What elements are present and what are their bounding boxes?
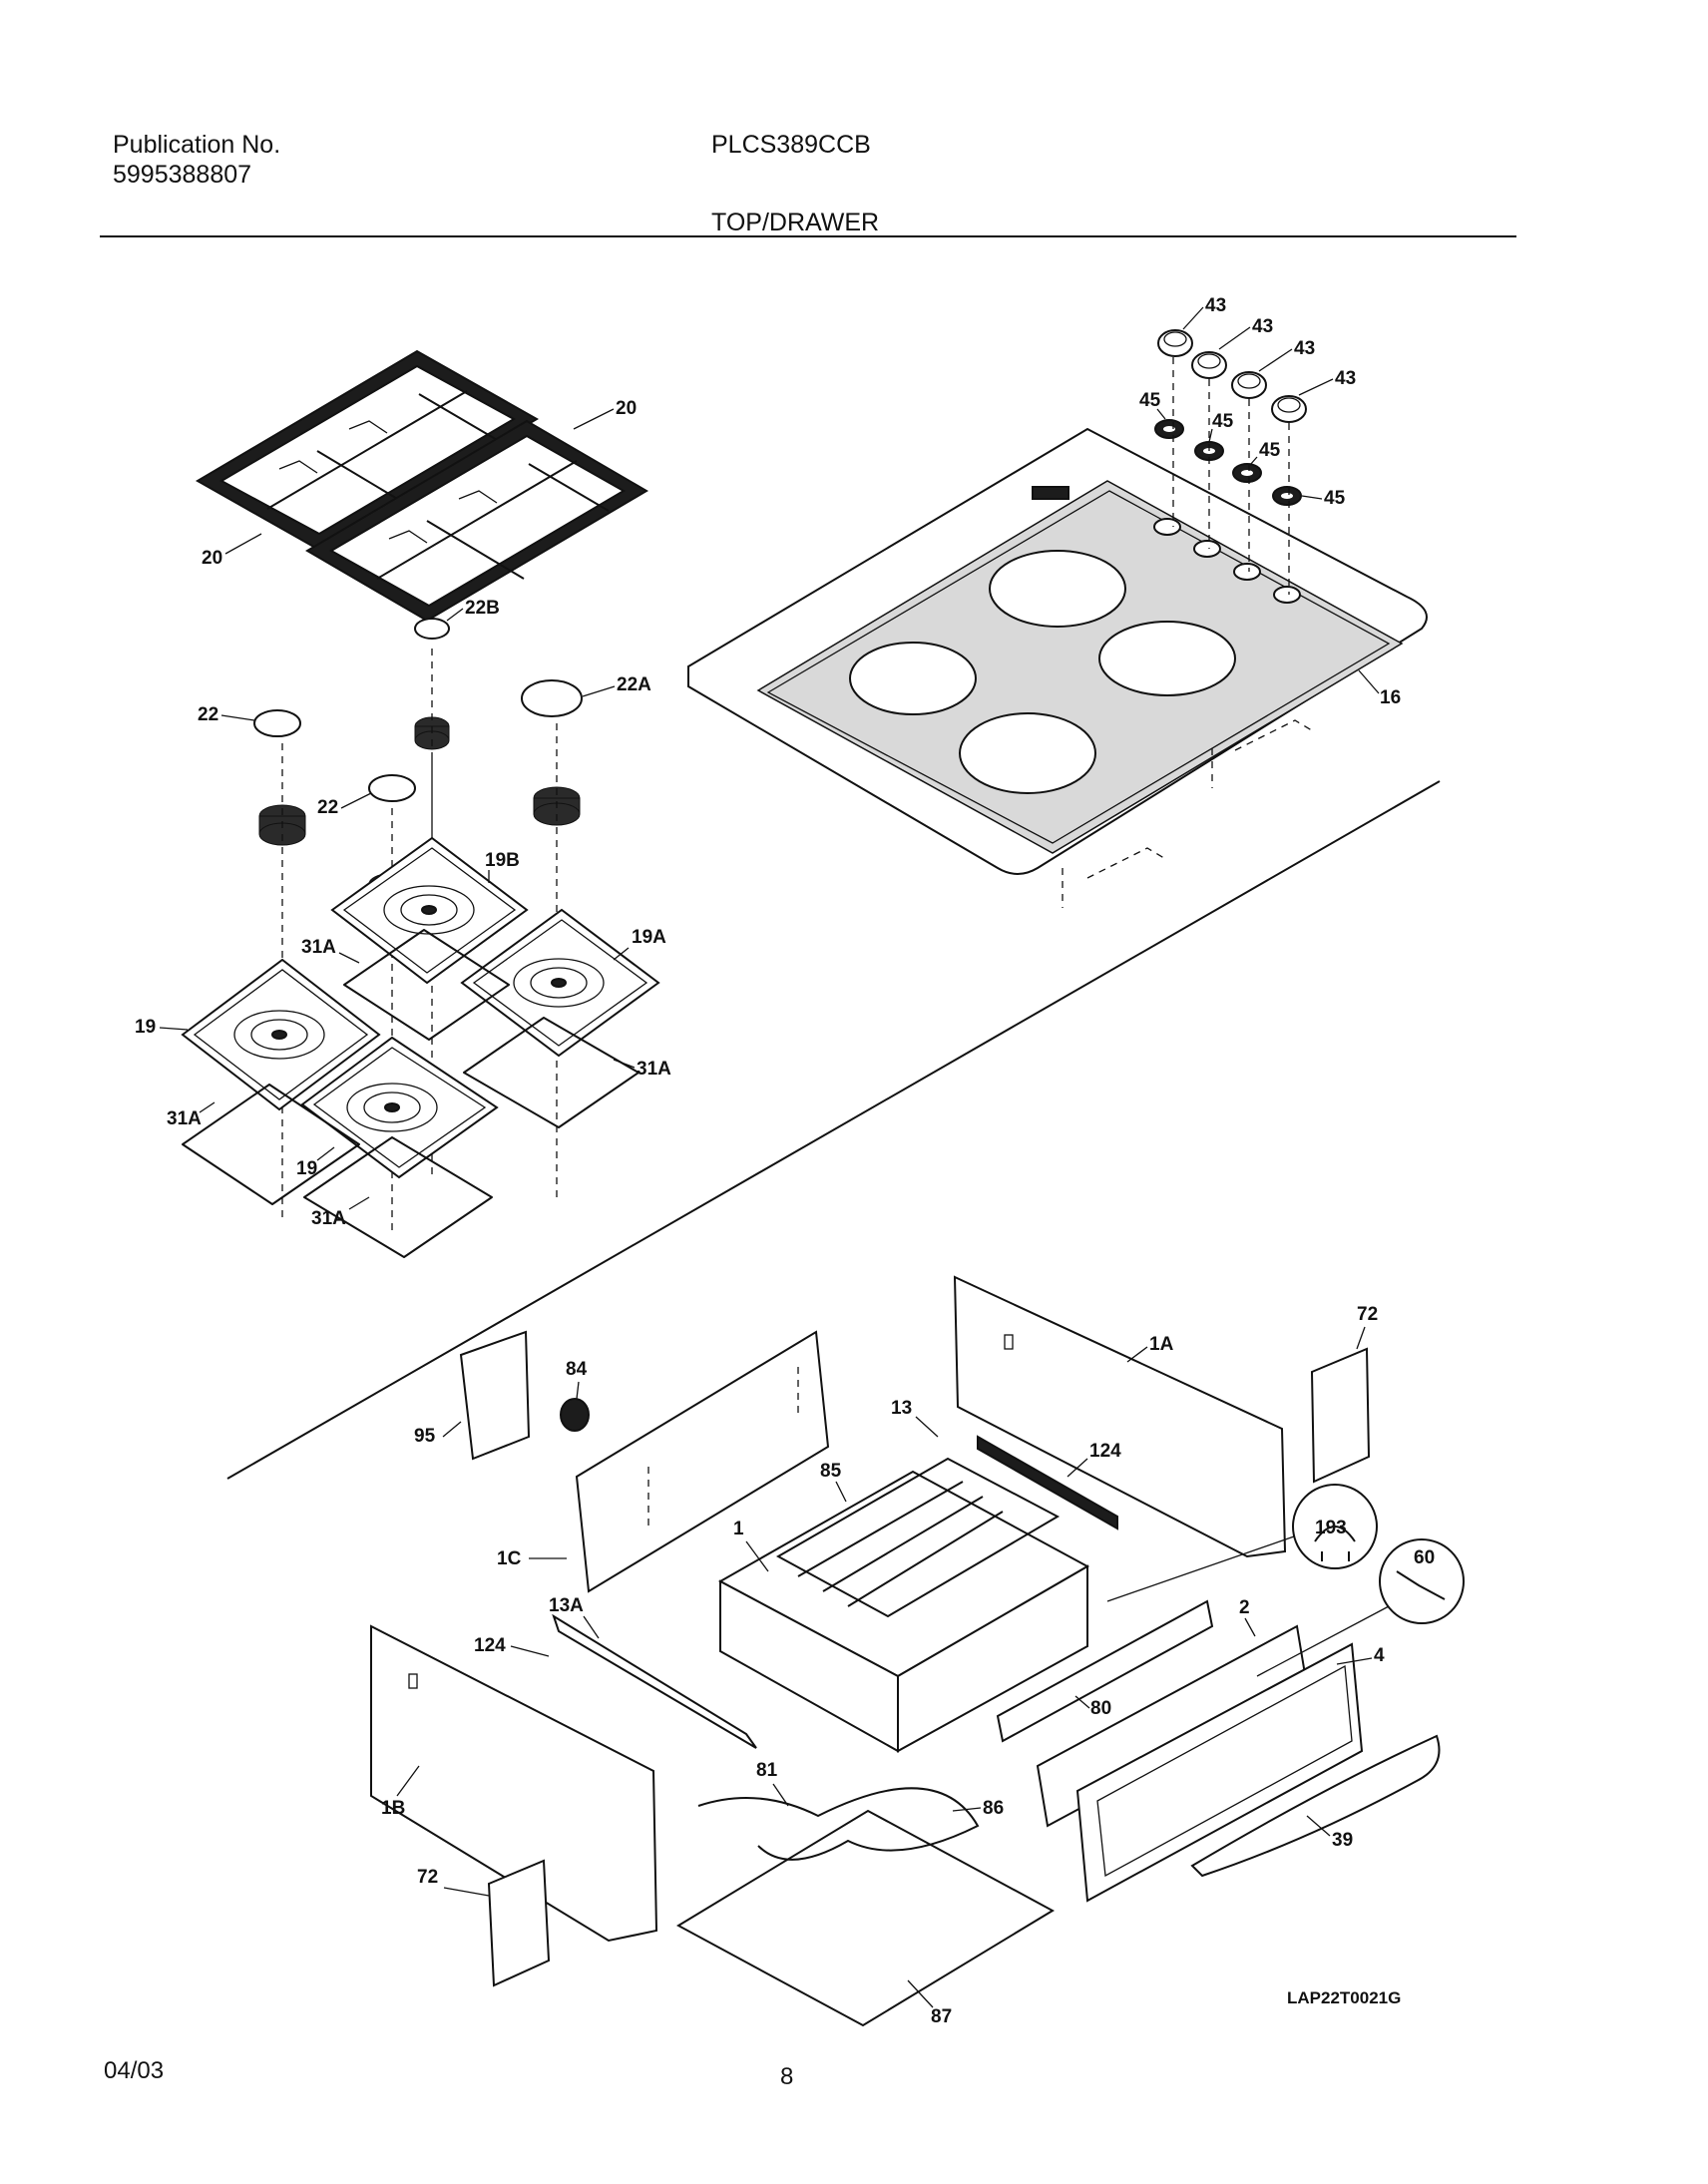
publication-number: 5995388807 xyxy=(113,161,252,189)
publication-label: Publication No. xyxy=(113,131,281,159)
callout-87: 87 xyxy=(931,2006,952,2027)
drawer-assembly xyxy=(370,1275,1465,2027)
callout-84: 84 xyxy=(566,1359,588,1380)
callout-43: 43 xyxy=(1335,368,1356,389)
callout-31A: 31A xyxy=(301,937,336,958)
callout-20: 20 xyxy=(616,398,637,419)
callout-45: 45 xyxy=(1259,440,1281,461)
callout-72: 72 xyxy=(417,1867,438,1888)
callout-19B: 19B xyxy=(485,850,520,871)
burner-caps-and-heads xyxy=(253,618,583,1235)
callout-85: 85 xyxy=(820,1461,842,1482)
callout-19: 19 xyxy=(135,1017,156,1038)
callout-16: 16 xyxy=(1380,687,1401,708)
callout-20: 20 xyxy=(202,548,222,569)
callout-60: 60 xyxy=(1414,1547,1435,1568)
drawing-code: LAP22T0021G xyxy=(1287,1988,1402,2007)
callout-81: 81 xyxy=(756,1760,778,1781)
callout-1B: 1B xyxy=(381,1798,405,1819)
callout-80: 80 xyxy=(1090,1698,1111,1719)
callout-1C: 1C xyxy=(497,1548,522,1569)
revision-date: 04/03 xyxy=(104,2057,165,2084)
callout-13A: 13A xyxy=(549,1595,584,1616)
callout-193: 193 xyxy=(1315,1518,1347,1538)
section-divider-line xyxy=(226,780,1441,1480)
callout-22B: 22B xyxy=(465,598,500,619)
section-title: TOP/DRAWER xyxy=(711,209,880,236)
model-number: PLCS389CCB xyxy=(711,131,871,159)
callout-43: 43 xyxy=(1205,295,1226,316)
callout-124: 124 xyxy=(1089,1441,1121,1462)
callout-1: 1 xyxy=(733,1519,744,1539)
callout-31A: 31A xyxy=(311,1208,346,1229)
burner-grates xyxy=(196,349,648,623)
callout-4: 4 xyxy=(1374,1645,1385,1666)
callout-22: 22 xyxy=(317,797,338,818)
callout-19: 19 xyxy=(296,1158,317,1179)
page-number: 8 xyxy=(780,2063,794,2090)
callout-43: 43 xyxy=(1294,338,1315,359)
cooktop xyxy=(687,427,1428,908)
callout-39: 39 xyxy=(1332,1830,1353,1851)
callout-19A: 19A xyxy=(632,927,666,948)
callout-31A: 31A xyxy=(167,1108,202,1129)
callout-72: 72 xyxy=(1357,1304,1378,1325)
callout-45: 45 xyxy=(1324,488,1346,509)
callout-95: 95 xyxy=(414,1426,436,1447)
callout-43: 43 xyxy=(1252,316,1273,337)
burner-base-plates xyxy=(181,836,660,1258)
callout-1A: 1A xyxy=(1149,1334,1174,1355)
callout-2: 2 xyxy=(1239,1597,1250,1618)
callout-22A: 22A xyxy=(617,674,651,695)
callout-45: 45 xyxy=(1212,411,1234,432)
callout-labels: 20 20 22B 22 22A 22 19B 19A 31A 19 31A 3… xyxy=(135,295,1435,2027)
callout-31A: 31A xyxy=(637,1059,671,1080)
header-rule xyxy=(100,235,1516,237)
control-knobs xyxy=(1154,329,1307,595)
callout-22: 22 xyxy=(198,704,218,725)
callout-13: 13 xyxy=(891,1398,912,1419)
callout-86: 86 xyxy=(983,1798,1004,1819)
callout-45: 45 xyxy=(1139,390,1161,411)
callout-124: 124 xyxy=(474,1635,506,1656)
